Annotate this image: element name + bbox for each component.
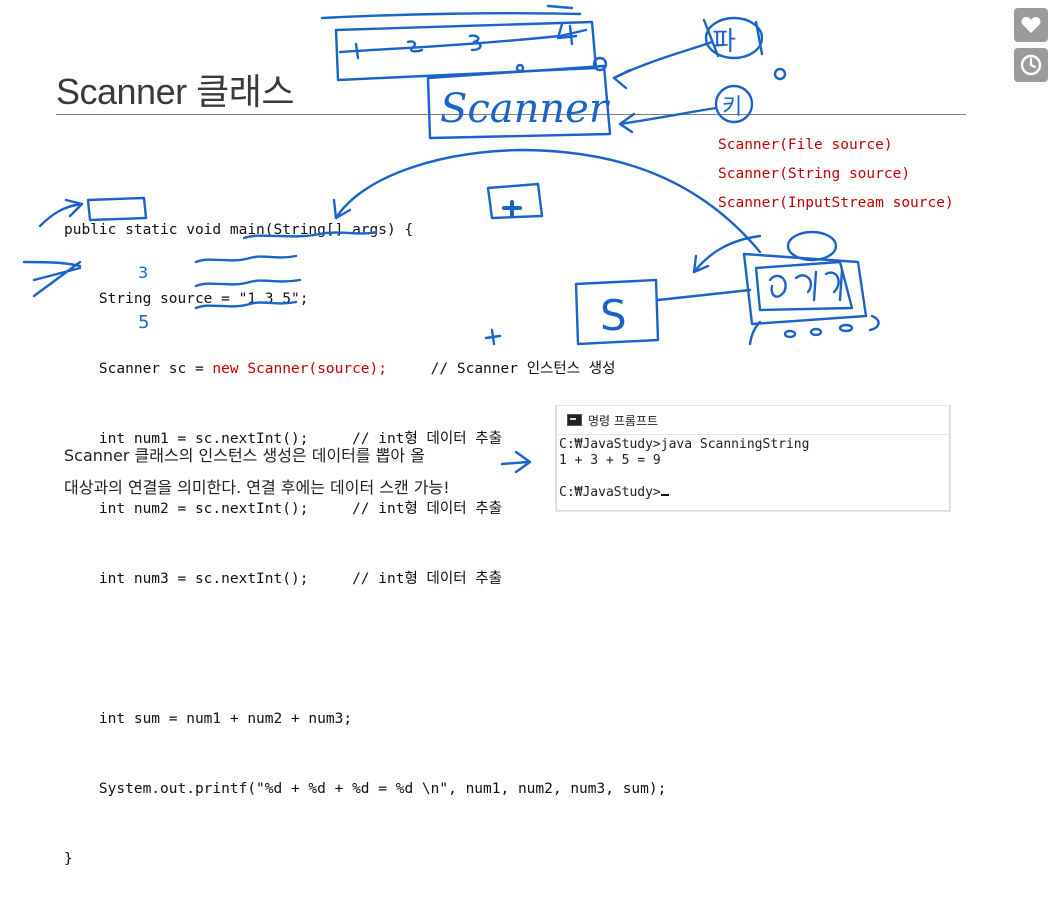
constructor-item: Scanner(File source): [718, 137, 893, 153]
ink-arrowhead: [332, 198, 352, 220]
ink-squiggle: [194, 300, 298, 310]
code-line: Scanner sc = new Scanner(source); // Sca…: [64, 358, 666, 381]
description: Scanner 클래스의 인스턴스 생성은 데이터를 뽑아 올 대상과의 연결을…: [64, 440, 450, 504]
ink-squiggle: [242, 230, 378, 240]
heart-icon: [1021, 17, 1041, 33]
ink-plus: [502, 200, 522, 218]
ink-digit-marker: 5: [138, 312, 149, 333]
ink-key-glyph: [794, 270, 818, 302]
ink-arrowhead: [612, 68, 632, 90]
ink-key-glyph: [824, 268, 844, 302]
ink-dot: [773, 67, 787, 81]
ink-tape-digit: [468, 34, 482, 52]
code-new-expression: new Scanner(source);: [212, 361, 388, 378]
ink-key-circle: [714, 84, 754, 124]
ink-arrow-key: [618, 106, 718, 126]
console-title: 명령 프롬프트: [588, 413, 659, 428]
console-titlebar: 명령 프롬프트: [557, 406, 949, 435]
ink-tape-digit: [556, 22, 578, 46]
code-line: int sum = num1 + num2 + num3;: [64, 710, 353, 727]
clock-icon: [1020, 54, 1042, 76]
lecture-slide: Scanner 클래스 Scanner(File source) Scanner…: [22, 4, 1048, 867]
console-cursor: [660, 494, 669, 496]
ink-stroke: [748, 320, 762, 346]
ink-arc: [334, 148, 762, 254]
ink-arrowhead: [692, 254, 710, 274]
ink-keyboard-inner: [754, 260, 854, 312]
ink-key-glyph: [768, 274, 787, 298]
ink-dot: [515, 63, 525, 73]
code-comment: // Scanner 인스턴스 생성: [387, 361, 616, 378]
ink-dot: [809, 327, 823, 337]
code-line: [64, 638, 666, 661]
ink-highlight-box: [86, 196, 148, 222]
ink-arrowhead: [64, 198, 84, 218]
ink-squiggle: [194, 254, 298, 264]
ink-scanner-label: Scanner: [440, 86, 611, 132]
code-text: Scanner sc =: [64, 361, 213, 378]
ink-tape-line: [338, 28, 588, 54]
ink-file-circle: [704, 16, 764, 60]
handwritten-annotations: Scanner 파 키 S: [22, 4, 880, 474]
title-divider: [56, 114, 966, 115]
description-line: 대상과의 연결을 의미한다. 연결 후에는 데이터 스캔 가능!: [64, 478, 450, 497]
description-line: Scanner 클래스의 인스턴스 생성은 데이터를 뽑아 올: [64, 446, 425, 465]
console-line: 1 + 3 + 5 = 9: [559, 453, 661, 468]
ink-tape-digit: [406, 40, 424, 53]
slide-title: Scanner 클래스: [56, 71, 294, 112]
ink-arrow-file: [612, 40, 714, 80]
ink-arrow-console: [500, 460, 530, 466]
ink-dot: [592, 56, 608, 72]
ink-stroke: [546, 4, 574, 10]
ink-stroke: [484, 328, 502, 346]
watch-later-button[interactable]: [1014, 48, 1048, 82]
ink-underline-stroke: [320, 12, 582, 20]
code-line: String source = "1 3 5";: [64, 291, 309, 308]
code-line: int num3 = sc.nextInt(); // int형 데이터 추출: [64, 571, 502, 588]
console-line: C:₩JavaStudy>java ScanningString: [559, 437, 810, 452]
console-prompt: C:₩JavaStudy>: [559, 485, 661, 500]
ink-dot: [783, 329, 797, 339]
ink-stroke: [702, 18, 764, 58]
ink-circle: [786, 230, 838, 262]
constructor-item: Scanner(InputStream source): [718, 195, 954, 211]
ink-arrowhead: [514, 450, 532, 474]
ink-arrowhead: [618, 112, 636, 134]
command-prompt-window: 명령 프롬프트 C:₩JavaStudy>java ScanningString…: [556, 406, 950, 511]
cmd-icon: [567, 414, 582, 426]
code-line: int num1 = sc.nextInt(); // int형 데이터 추출: [64, 431, 502, 448]
ink-arrow: [38, 202, 84, 228]
ink-arrow: [22, 260, 82, 298]
ink-tape-digit: [354, 42, 360, 60]
code-line: }: [64, 850, 73, 867]
ink-scanner-box: [426, 64, 612, 140]
code-line: public static void main(String[] args) {: [64, 221, 414, 238]
ink-squiggle: [194, 278, 302, 288]
ink-key-label: 키: [722, 95, 742, 120]
code-line: int num2 = sc.nextInt(); // int형 데이터 추출: [64, 501, 502, 518]
ink-s-box: [574, 278, 660, 346]
ink-doc-icon: [486, 182, 544, 220]
code-line: System.out.printf("%d + %d + %d = %d \n"…: [64, 780, 667, 797]
ink-s-label: S: [600, 291, 627, 340]
ink-dot: [838, 323, 854, 333]
ink-digit-marker: 3: [138, 263, 148, 282]
ink-arrow: [692, 234, 762, 274]
console-prompt-line: C:₩JavaStudy>: [559, 485, 949, 501]
ink-connector: [656, 288, 752, 302]
constructor-list: Scanner(File source) Scanner(String sour…: [718, 131, 954, 218]
like-button[interactable]: [1014, 8, 1048, 42]
constructor-item: Scanner(String source): [718, 166, 911, 182]
ink-stroke: [868, 314, 880, 332]
